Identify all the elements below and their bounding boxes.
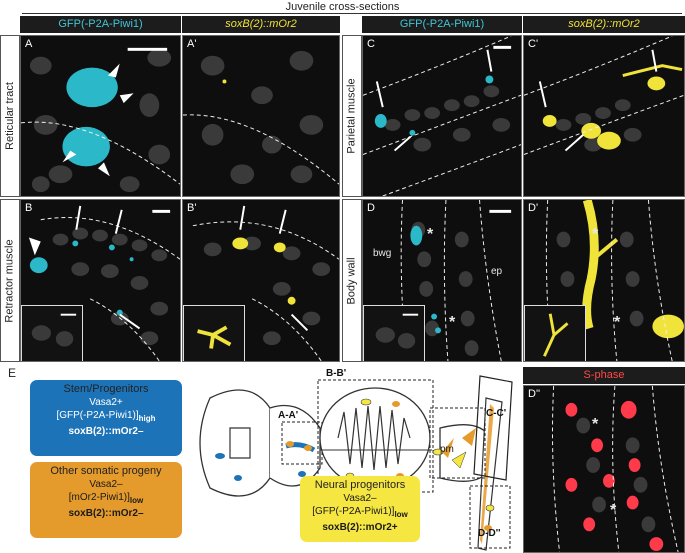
panel-d-prime-asterisk-bottom: *: [614, 314, 621, 331]
row-label-reticular-tract: Reticular tract: [0, 35, 20, 197]
row-label-body-wall-text: Body wall: [346, 256, 359, 305]
panel-a-prime-label: A': [187, 38, 197, 50]
legend-stem-title: Stem/Progenitors: [63, 383, 149, 395]
row-label-retractor-muscle-text: Retractor muscle: [4, 238, 17, 323]
schematic-diagram-svg: [199, 375, 513, 551]
row-label-retractor-muscle: Retractor muscle: [0, 199, 20, 362]
panel-d-tag-bwg: bwg: [373, 248, 392, 259]
panel-d-tag-ep: ep: [491, 266, 503, 277]
panel-d-double-prime-asterisk-bottom: *: [610, 502, 617, 519]
row-label-body-wall: Body wall: [342, 199, 362, 362]
legend-stem-progenitors: Stem/Progenitors Vasa2+ [GFP(-P2A-Piwi1)…: [30, 380, 182, 456]
diagram-label-aa: A-A': [278, 410, 299, 421]
panel-c-prime: C': [523, 35, 685, 197]
panel-b-image: [28, 205, 180, 361]
panel-d-prime-image: [545, 200, 684, 361]
legend-neural-line2: [GFP(-P2A-Piwi1)]low: [304, 505, 416, 521]
panel-b-prime: B': [182, 199, 340, 362]
panel-d-prime-asterisk-top: *: [592, 226, 599, 243]
panel-b-inset-image: [31, 313, 77, 347]
schematic-diagram: B-B' A-A' C-C' D-D'' pm: [190, 368, 520, 553]
col-header-soxb-right-text: soxB(2)::mOr2: [568, 18, 640, 30]
panel-d-double-prime-asterisk-top: *: [592, 416, 599, 433]
panel-d-double-prime-label: D'': [528, 388, 541, 400]
legend-somatic-line2-sub: low: [129, 496, 144, 505]
legend-stem-line2-sub: high: [138, 414, 156, 423]
panel-a-prime: A': [182, 35, 340, 197]
diagram-label-pm: pm: [440, 444, 454, 455]
legend-stem-line2-text: [GFP(-P2A-Piwi1)]: [56, 410, 139, 421]
panel-d-prime-inset-image: [543, 313, 569, 357]
row-label-reticular-tract-text: Reticular tract: [4, 82, 17, 150]
panel-c-prime-image: [524, 36, 684, 155]
panel-b-label: B: [25, 202, 33, 214]
legend-neural-title: Neural progenitors: [314, 479, 406, 491]
section-e-label: E: [8, 366, 17, 380]
panel-d-image: [400, 200, 512, 361]
panel-b-prime-label: B': [187, 202, 197, 214]
legend-neural-line2-text: [GFP(-P2A-Piwi1)]: [312, 506, 395, 517]
legend-neural-line1: Vasa2–: [343, 493, 377, 504]
panel-c-prime-label: C': [528, 38, 539, 50]
panel-d-label: D: [367, 202, 375, 214]
col-header-soxb-left: soxB(2)::mOr2: [182, 16, 340, 33]
panel-b-prime-image: [192, 205, 339, 361]
panel-b-prime-inset-image: [197, 325, 232, 349]
diagram-label-cc: C-C': [486, 408, 507, 419]
legend-somatic-line2-text: [mOr2-Piwi1)]: [68, 492, 130, 503]
legend-stem-line1: Vasa2+: [89, 397, 123, 408]
panel-c: C: [362, 35, 522, 197]
panel-b: B: [20, 199, 181, 362]
legend-stem-line2: [GFP(-P2A-Piwi1)]high: [34, 409, 178, 425]
col-header-soxb-right: soxB(2)::mOr2: [523, 16, 685, 33]
legend-other-somatic-progeny: Other somatic progeny Vasa2– [mOr2-Piwi1…: [30, 462, 182, 538]
panel-d: bwg ep * * D: [362, 199, 522, 362]
panel-d-asterisk-bottom: *: [449, 314, 456, 331]
legend-somatic-line3: soxB(2)::mOr2–: [68, 508, 144, 519]
legend-neural-line2-sub: low: [394, 510, 408, 519]
panel-a-image: [21, 47, 180, 193]
panel-c-image: [363, 36, 521, 196]
row-label-parietal-muscle: Parietal muscle: [342, 35, 362, 197]
col-header-gfp-right: GFP(-P2A-Piwi1): [362, 16, 522, 33]
panel-a: A: [20, 35, 181, 197]
legend-somatic-line2: [mOr2-Piwi1)]low: [34, 491, 178, 507]
panel-d-prime: * * D': [523, 199, 685, 362]
legend-neural-line3: soxB(2)::mOr2+: [322, 522, 398, 533]
panel-d-prime-inset: [524, 305, 586, 361]
legend-somatic-line1: Vasa2–: [89, 479, 123, 490]
legend-stem-line3: soxB(2)::mOr2–: [68, 426, 144, 437]
s-phase-header: S-phase: [523, 367, 685, 384]
row-label-parietal-muscle-text: Parietal muscle: [346, 78, 359, 154]
panel-c-label: C: [367, 38, 375, 50]
title-rule: [22, 13, 682, 14]
col-header-gfp-left: GFP(-P2A-Piwi1): [20, 16, 181, 33]
panel-d-inset-image: [375, 313, 419, 349]
panel-b-inset: [21, 305, 83, 361]
panel-a-label: A: [25, 38, 33, 50]
figure-title: Juvenile cross-sections: [285, 1, 400, 13]
diagram-label-dd: D-D'': [478, 528, 501, 539]
panel-b-prime-inset: [183, 305, 245, 361]
col-header-soxb-left-text: soxB(2)::mOr2: [225, 18, 297, 30]
diagram-label-bb: B-B': [326, 368, 347, 379]
panel-d-double-prime: * * D'': [523, 385, 685, 553]
legend-somatic-title: Other somatic progeny: [50, 465, 162, 477]
panel-a-prime-image: [183, 50, 339, 185]
panel-d-prime-label: D': [528, 202, 539, 214]
panel-d-double-prime-image: [552, 386, 679, 552]
legend-neural-progenitors: Neural progenitors Vasa2– [GFP(-P2A-Piwi…: [300, 476, 420, 542]
panel-d-inset: [363, 305, 425, 361]
panel-d-asterisk-top: *: [427, 226, 434, 243]
